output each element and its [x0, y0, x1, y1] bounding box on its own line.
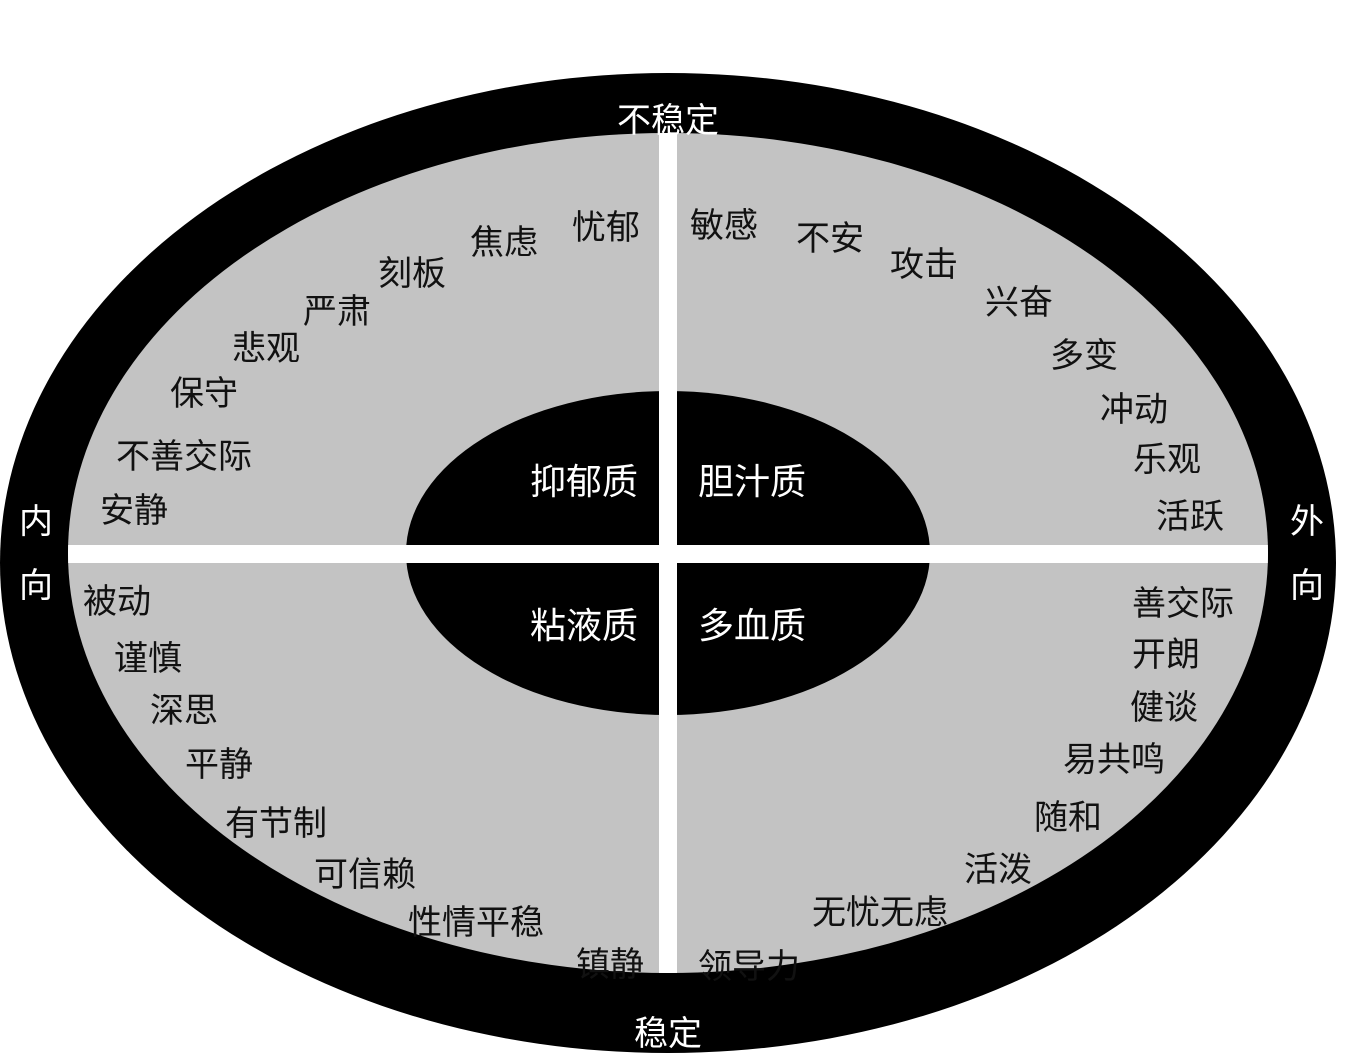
trait-upper-right: 乐观 — [1133, 440, 1201, 480]
trait-lower-right: 易共鸣 — [1063, 740, 1165, 780]
axis-label-bottom: 稳定 — [634, 1014, 702, 1054]
axis-label-left-2: 向 — [19, 566, 53, 606]
temperament-melancholic: 抑郁质 — [530, 462, 638, 503]
trait-upper-right: 不安 — [796, 219, 864, 259]
temperament-sanguine: 多血质 — [698, 606, 806, 647]
trait-lower-left: 平静 — [185, 745, 253, 785]
trait-lower-left: 有节制 — [225, 804, 327, 844]
trait-upper-right: 攻击 — [890, 245, 958, 285]
trait-lower-left: 镇静 — [576, 945, 644, 985]
trait-upper-right: 兴奋 — [985, 283, 1053, 323]
temperament-phlegmatic: 粘液质 — [530, 606, 638, 647]
trait-lower-right: 善交际 — [1132, 584, 1234, 624]
trait-lower-left: 性情平稳 — [408, 903, 544, 943]
trait-upper-right: 敏感 — [690, 206, 758, 246]
axis-label-right-2: 向 — [1290, 566, 1324, 606]
axis-label-top: 不稳定 — [617, 101, 719, 141]
trait-lower-left: 深思 — [150, 691, 218, 731]
trait-upper-left: 严肃 — [303, 292, 371, 332]
center-horizontal-divider — [400, 545, 940, 563]
trait-upper-right: 冲动 — [1100, 390, 1168, 430]
trait-upper-left: 不善交际 — [116, 437, 252, 477]
trait-lower-right: 健谈 — [1130, 688, 1198, 728]
trait-upper-right: 活跃 — [1156, 497, 1224, 537]
axis-label-right-1: 外 — [1290, 502, 1324, 542]
trait-lower-left: 被动 — [83, 582, 151, 622]
trait-lower-right: 无忧无虑 — [812, 893, 948, 933]
trait-upper-left: 刻板 — [378, 254, 446, 294]
trait-upper-left: 保守 — [170, 374, 238, 414]
trait-upper-left: 忧郁 — [572, 208, 640, 248]
trait-lower-left: 可信赖 — [314, 855, 416, 895]
trait-upper-left: 悲观 — [232, 329, 300, 369]
trait-lower-left: 谨慎 — [114, 639, 182, 679]
trait-lower-right: 活泼 — [964, 850, 1032, 890]
trait-upper-right: 多变 — [1050, 336, 1118, 376]
trait-lower-right: 开朗 — [1132, 635, 1200, 675]
trait-lower-right: 随和 — [1034, 798, 1102, 838]
temperament-choleric: 胆汁质 — [698, 462, 806, 503]
trait-upper-left: 安静 — [100, 491, 168, 531]
axis-label-left-1: 内 — [19, 502, 53, 542]
trait-lower-right: 领导力 — [698, 947, 800, 987]
trait-upper-left: 焦虑 — [470, 223, 538, 263]
